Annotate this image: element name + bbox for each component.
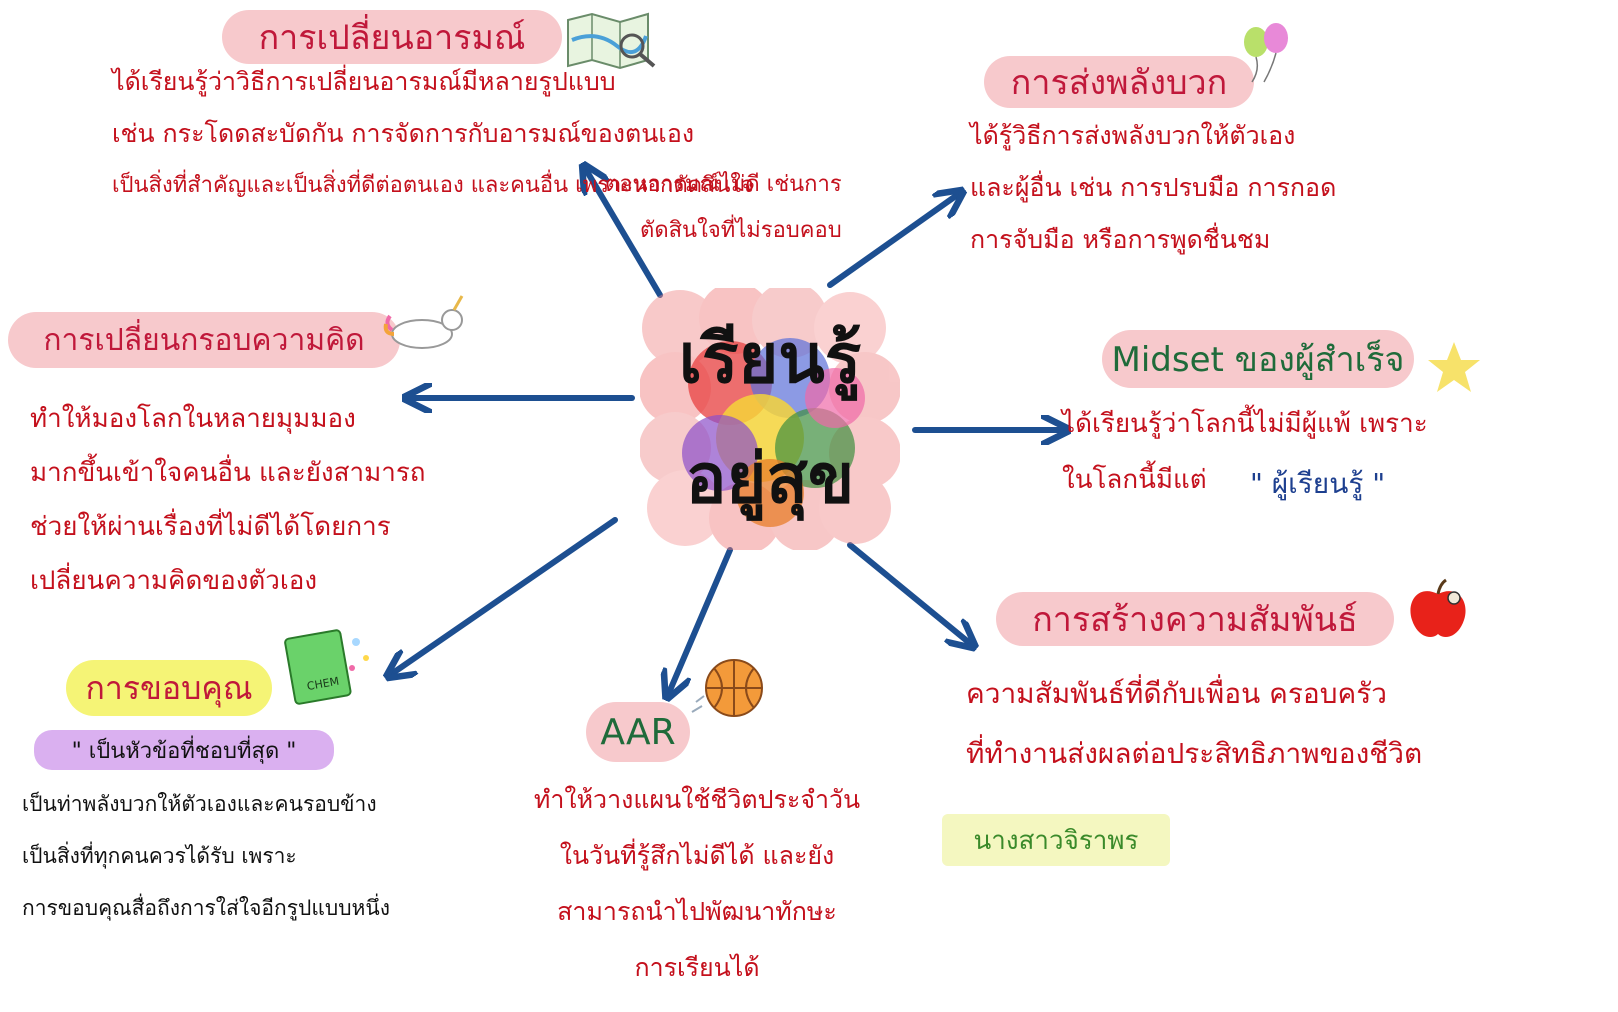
node-relationship-title: การสร้างความสัมพันธ์ xyxy=(996,592,1394,646)
node-thanks-subtitle: " เป็นหัวข้อที่ชอบที่สุด " xyxy=(34,730,334,770)
author-label: นางสาวจิราพร xyxy=(942,814,1170,866)
center-title-line2: อยู่สุข xyxy=(685,440,855,519)
node-frame-text: ทำให้มองโลกในหลายมุมมอง มากขึ้นเข้าใจคนอ… xyxy=(30,404,426,596)
unicorn-icon xyxy=(383,295,464,349)
center-title: เรียนรู้ อยู่สุข xyxy=(640,300,900,540)
node-emotion-text: ได้เรียนรู้ว่าวิธีการเปลี่ยนอารมณ์มีหลาย… xyxy=(112,67,755,198)
node-mindset-quote: " ผู้เรียนรู้ " xyxy=(1250,467,1386,500)
node-emotion-title: การเปลี่ยนอารมณ์ xyxy=(222,10,562,64)
chemistry-book-icon: CHEM xyxy=(284,629,369,705)
arrow-emotion xyxy=(585,168,663,298)
apple-icon xyxy=(1410,578,1466,638)
node-positive-text: ได้รู้วิธีการส่งพลังบวกให้ตัวเอง และผู้อ… xyxy=(970,121,1337,254)
balloons-icon xyxy=(1244,23,1288,83)
node-emotion-text-extra: ตอนอารมณ์ไม่ดี เช่นการ ตัดสินใจที่ไม่รอบ… xyxy=(605,172,842,243)
node-mindset-text: ได้เรียนรู้ว่าโลกนี้ไม่มีผู้แพ้ เพราะ ใน… xyxy=(1062,409,1428,495)
node-mindset-title: Midset ของผู้สำเร็จ xyxy=(1102,330,1414,388)
basketball-icon xyxy=(691,659,763,717)
arrow-positive xyxy=(827,193,960,288)
node-relationship-text: ความสัมพันธ์ที่ดีกับเพื่อน ครอบครัว ที่ท… xyxy=(966,677,1423,770)
arrow-aar xyxy=(668,547,733,695)
arrow-relationship xyxy=(847,542,972,645)
node-thanks-title: การขอบคุณ xyxy=(66,660,272,716)
map-icon xyxy=(567,12,656,70)
node-aar-title: AAR xyxy=(586,702,690,762)
chem-book-label: CHEM xyxy=(306,675,340,693)
node-thanks-text: เป็นท่าพลังบวกให้ตัวเองและคนรอบข้าง เป็น… xyxy=(22,792,391,920)
node-positive-title: การส่งพลังบวก xyxy=(984,56,1254,108)
center-bubble-cluster xyxy=(640,288,900,550)
node-aar-text: ทำให้วางแผนใช้ชีวิตประจำวัน ในวันที่รู้ส… xyxy=(533,785,861,982)
arrow-thanks xyxy=(390,517,618,675)
node-frame-title: การเปลี่ยนกรอบความคิด xyxy=(8,312,400,368)
center-title-line1: เรียนรู้ xyxy=(678,320,862,399)
star-icon xyxy=(1428,342,1480,392)
